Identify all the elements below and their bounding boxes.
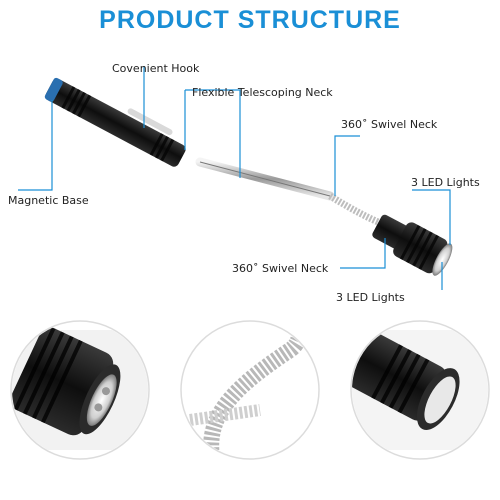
label-hook: Covenient Hook <box>112 62 200 75</box>
label-led-lights-bottom: 3 LED Lights <box>336 291 405 304</box>
magnifier-circle-neck <box>180 320 320 460</box>
leader-lines <box>18 66 451 290</box>
flexible-neck <box>328 192 380 226</box>
handle-body <box>44 77 186 167</box>
magnifier-circle-base <box>350 320 490 460</box>
flashlight-head <box>372 214 453 276</box>
label-magnetic-base: Magnetic Base <box>8 194 89 207</box>
magnifier-circle-head <box>10 320 150 460</box>
telescoping-rod <box>195 157 335 201</box>
label-swivel-neck-bottom: 360˚ Swivel Neck <box>232 262 329 275</box>
label-swivel-neck-top: 360˚ Swivel Neck <box>341 118 438 131</box>
label-led-lights-top: 3 LED Lights <box>411 176 480 189</box>
label-telescoping-neck: Flexible Telescoping Neck <box>192 86 333 99</box>
page-title: PRODUCT STRUCTURE <box>99 6 401 34</box>
